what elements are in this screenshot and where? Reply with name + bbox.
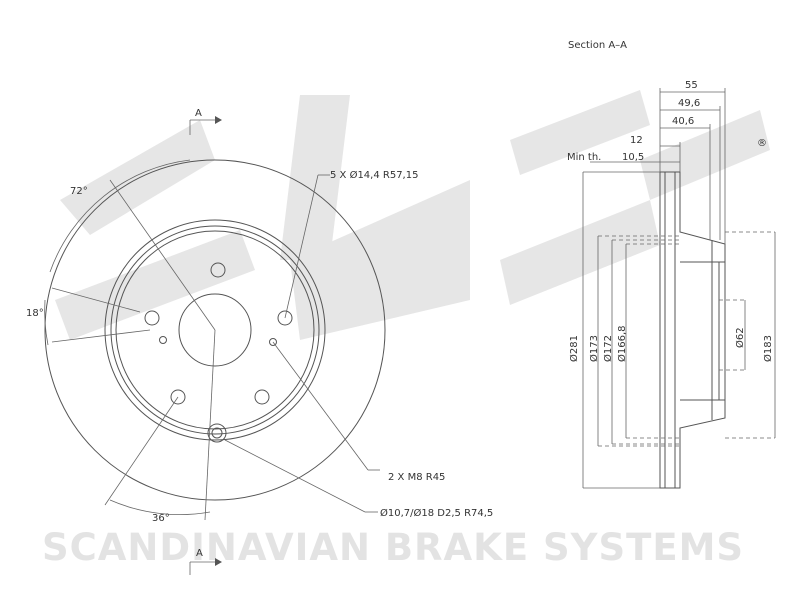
hat-inner-ring [110,225,320,435]
dim-55: 55 [685,80,698,91]
dim-49-6: 49,6 [678,98,700,109]
section-profile [659,171,726,489]
callout-locator-hole: Ø10,7/Ø18 D2,5 R74,5 [380,507,493,519]
angle-annotations [44,159,216,521]
angle-36-label: 36° [152,513,170,524]
locator-hole [211,427,223,439]
section-marker-bottom-label: A [196,548,203,559]
dia-172: Ø172 [602,335,614,362]
section-marker-top [189,116,222,135]
bolt-hole [210,262,226,278]
dia-173: Ø173 [588,335,600,362]
bolt-hole [254,389,270,405]
min-thickness-value: 10,5 [622,152,644,163]
bolt-hole [277,310,293,326]
company-name-watermark: SCANDINAVIAN BRAKE SYSTEMS [42,526,744,569]
callout-thread-holes: 2 X M8 R45 [388,472,445,483]
section-diameter-dims [582,171,776,489]
disc-outer-edge [44,159,386,501]
center-bore [178,293,252,367]
callout-leaders [224,174,380,513]
hat-step-ring [115,230,315,430]
section-marker-top-label: A [195,108,202,119]
section-marker-bottom [189,558,222,575]
section-title: Section A–A [568,40,627,51]
dia-166-8: Ø166,8 [616,326,628,363]
dia-281: Ø281 [568,335,580,362]
dim-12: 12 [630,135,643,146]
dia-62: Ø62 [734,327,746,348]
min-thickness-label: Min th. [567,152,601,163]
callout-bolt-holes: 5 X Ø14,4 R57,15 [330,169,418,181]
angle-18-label: 18° [26,308,44,319]
dia-183: Ø183 [762,335,774,362]
section-horizontal-dims [590,88,726,244]
thread-hole [269,338,277,346]
bolt-hole [144,310,160,326]
locator-hole-counterbore [207,423,227,443]
thread-hole [159,336,167,344]
angle-72-label: 72° [70,186,88,197]
registered-mark: ® [757,138,767,149]
hat-outer-ring [104,219,326,441]
sbs-watermark [55,90,770,340]
dim-40-6: 40,6 [672,116,694,127]
bolt-hole [170,389,186,405]
disc-front-view [44,159,386,501]
